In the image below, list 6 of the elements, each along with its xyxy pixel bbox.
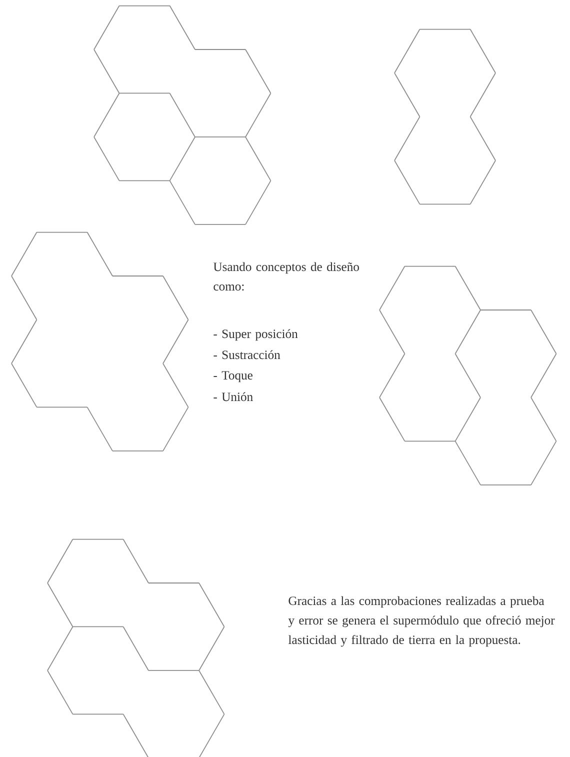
list-item: - Toque	[214, 371, 252, 382]
intro-text: Usando conceptos de diseño como:	[213, 262, 359, 291]
description-text: Gracias a las comprobaciones realizadas a prueba y error se genera el supermódulo que ofreció mejor lasticidad y filtrado de tierra en la propuesta.	[288, 596, 555, 647]
list-item: - Super posición	[214, 329, 298, 341]
list-item: - Sustracción	[214, 350, 280, 360]
list-item: - Unión	[214, 392, 253, 402]
